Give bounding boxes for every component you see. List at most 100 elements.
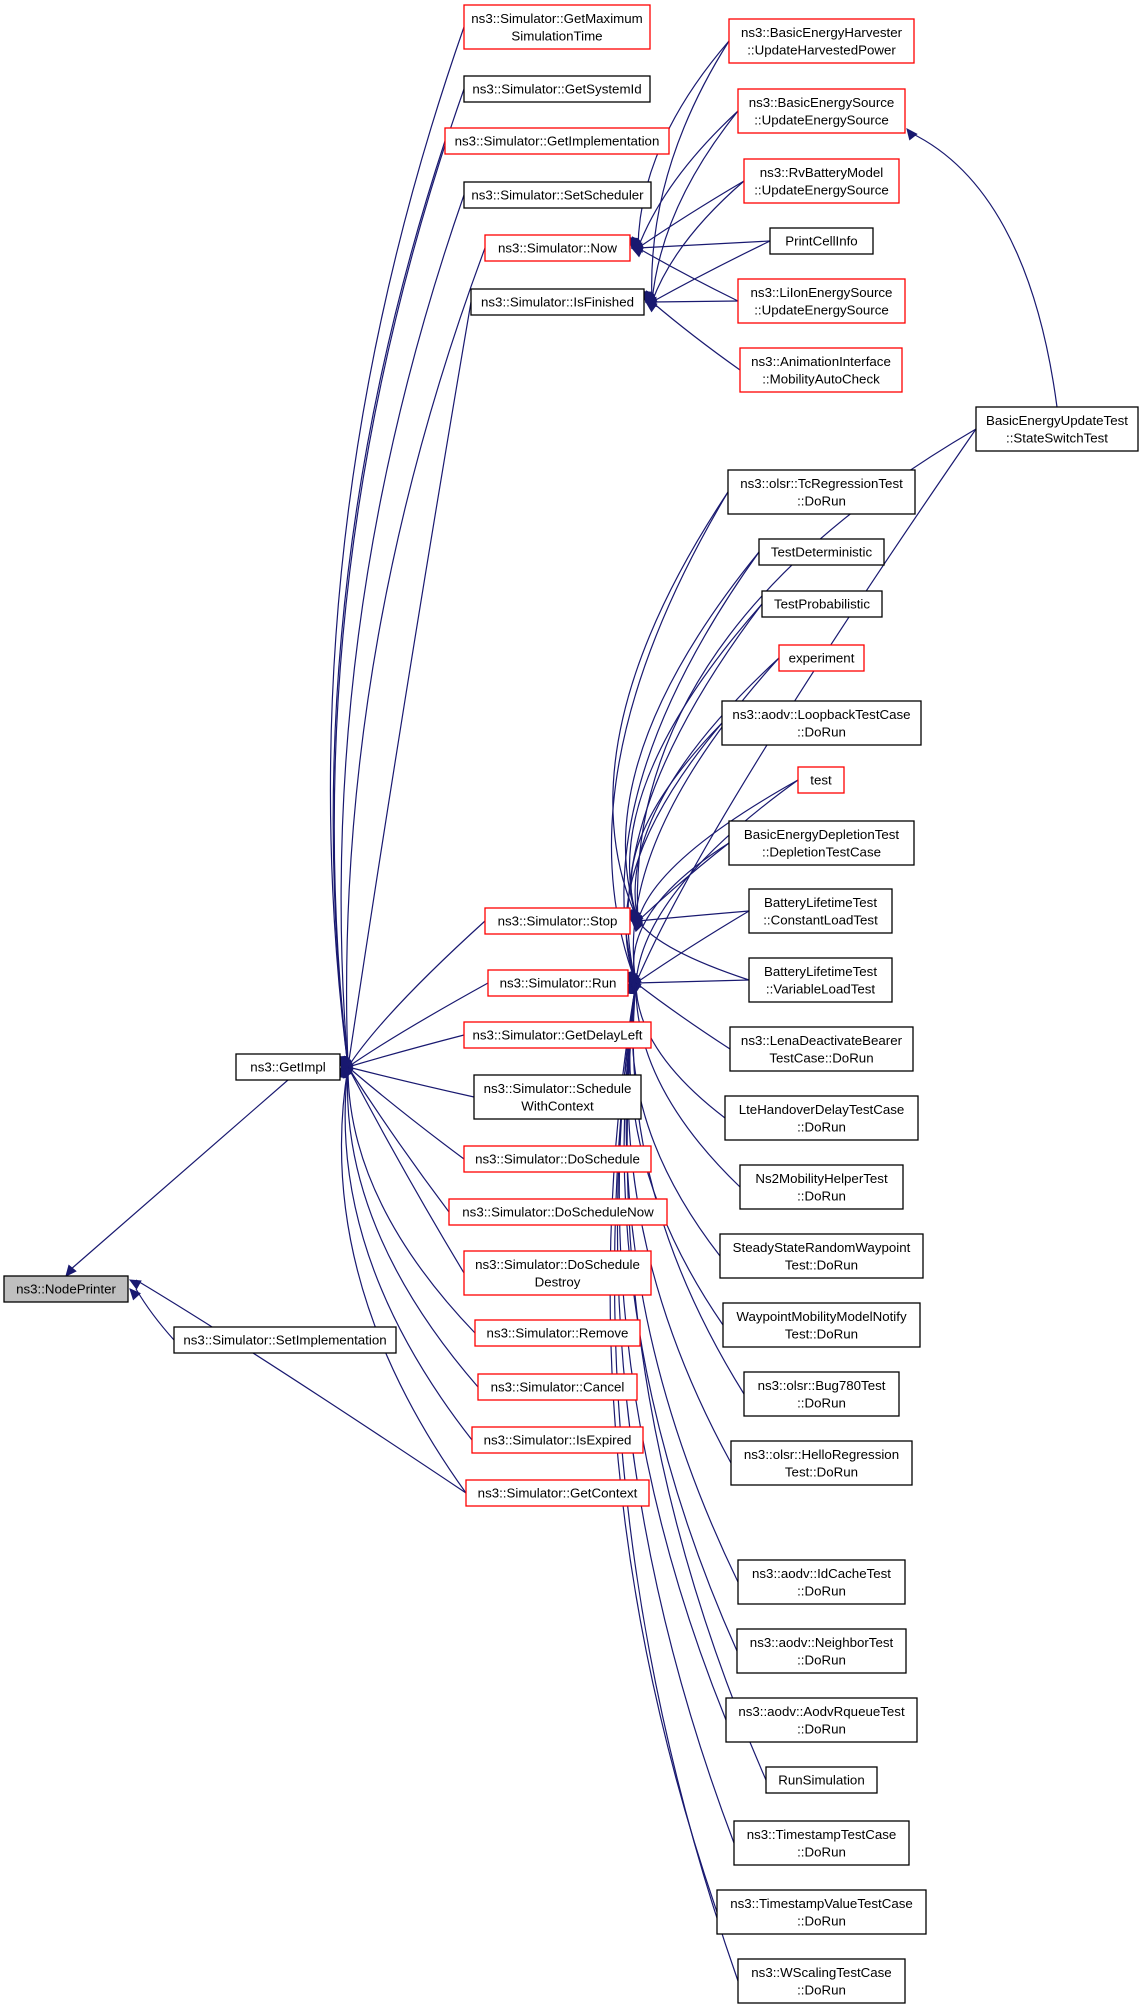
node-setsched[interactable]: ns3::Simulator::SetScheduler (463, 181, 652, 209)
node-test[interactable]: test (797, 766, 845, 794)
node-anim[interactable]: ns3::AnimationInterface::MobilityAutoChe… (739, 347, 903, 393)
node-label-line: ::UpdateHarvestedPower (747, 42, 896, 57)
node-label-line: Test::DoRun (785, 1257, 858, 1272)
node-box (743, 158, 900, 204)
node-box (778, 644, 865, 672)
node-testprob[interactable]: TestProbabilistic (761, 590, 883, 618)
node-statesw[interactable]: BasicEnergyUpdateTest::StateSwitchTest (975, 406, 1139, 452)
node-label-line: ::ConstantLoadTest (763, 912, 878, 927)
call-edge-experiment-to-stop (625, 657, 780, 923)
node-experiment[interactable]: experiment (778, 644, 865, 672)
node-box (758, 538, 885, 566)
node-box (463, 1250, 652, 1296)
node-box (173, 1326, 397, 1354)
call-edge-battvar-to-stop (631, 920, 750, 981)
node-doschednow[interactable]: ns3::Simulator::DoScheduleNow (448, 1198, 668, 1226)
node-neighbor[interactable]: ns3::aodv::NeighborTest::DoRun (736, 1628, 907, 1674)
node-label-line: ::VariableLoadTest (766, 981, 875, 996)
node-getsysid[interactable]: ns3::Simulator::GetSystemId (463, 75, 651, 103)
node-getcontext[interactable]: ns3::Simulator::GetContext (465, 1479, 650, 1507)
node-label-line: TestCase::DoRun (769, 1050, 873, 1065)
node-olsrtc[interactable]: ns3::olsr::TcRegressionTest::DoRun (727, 469, 916, 515)
node-nodeprinter[interactable]: ns3::NodePrinter (3, 1275, 129, 1303)
node-battvar[interactable]: BatteryLifetimeTest::VariableLoadTest (748, 957, 893, 1003)
call-edge-setsched-to-getimpl (336, 194, 465, 1069)
node-rqueue[interactable]: ns3::aodv::AodvRqueueTest::DoRun (725, 1697, 918, 1743)
node-box (463, 1145, 652, 1173)
node-label-line: Ns2MobilityHelperTest (755, 1171, 888, 1186)
node-cancel[interactable]: ns3::Simulator::Cancel (477, 1373, 638, 1401)
node-label-line: ::DoRun (797, 1583, 846, 1598)
node-setimpl[interactable]: ns3::Simulator::SetImplementation (173, 1326, 397, 1354)
node-getdelayleft[interactable]: ns3::Simulator::GetDelayLeft (463, 1021, 652, 1049)
node-dosched[interactable]: ns3::Simulator::DoSchedule (463, 1145, 652, 1173)
node-label-line: ::DoRun (797, 1913, 846, 1928)
node-label-line: LteHandoverDelayTestCase (739, 1102, 905, 1117)
call-edge-testprob-to-run (622, 603, 763, 985)
node-remove[interactable]: ns3::Simulator::Remove (474, 1319, 641, 1347)
node-label-line: ns3::TimestampTestCase (747, 1827, 897, 1842)
node-label-line: ns3::Simulator::DoSchedule (475, 1257, 640, 1272)
node-label-line: WithContext (521, 1098, 594, 1113)
call-edge-liion-to-isfinished (644, 296, 739, 308)
node-label-line: ::UpdateEnergySource (754, 182, 889, 197)
node-isfinished[interactable]: ns3::Simulator::IsFinished (470, 288, 645, 316)
node-box (737, 88, 906, 134)
node-label-line: SteadyStateRandomWaypoint (733, 1240, 911, 1255)
node-getimpl2[interactable]: ns3::Simulator::GetImplementation (444, 127, 670, 155)
node-box (235, 1053, 341, 1081)
node-label-line: Test::DoRun (785, 1464, 858, 1479)
node-runsim[interactable]: RunSimulation (765, 1766, 878, 1794)
node-label-line: ::UpdateEnergySource (754, 112, 889, 127)
node-label-line: ns3::Simulator::Remove (487, 1326, 629, 1341)
node-box (737, 278, 906, 324)
node-printcell[interactable]: PrintCellInfo (769, 227, 874, 255)
node-label-line: ns3::Simulator::DoSchedule (475, 1152, 640, 1167)
node-battconst[interactable]: BatteryLifetimeTest::ConstantLoadTest (748, 888, 893, 934)
node-label-line: TestDeterministic (771, 545, 873, 560)
node-harvester[interactable]: ns3::BasicEnergyHarvester::UpdateHarvest… (728, 18, 915, 64)
node-rvbattery[interactable]: ns3::RvBatteryModel::UpdateEnergySource (743, 158, 900, 204)
node-box (724, 1095, 919, 1141)
node-testdet[interactable]: TestDeterministic (758, 538, 885, 566)
node-stop[interactable]: ns3::Simulator::Stop (484, 907, 631, 935)
node-box (463, 181, 652, 209)
node-box (748, 957, 893, 1003)
node-label-line: Destroy (535, 1274, 581, 1289)
node-aodvloop[interactable]: ns3::aodv::LoopbackTestCase::DoRun (721, 700, 922, 746)
node-wscaling[interactable]: ns3::WScalingTestCase::DoRun (737, 1958, 906, 2004)
node-box (477, 1373, 638, 1401)
node-box (748, 888, 893, 934)
node-box (473, 1074, 642, 1120)
node-label-line: ns3::Simulator::GetDelayLeft (473, 1028, 643, 1043)
node-timestamp[interactable]: ns3::TimestampTestCase::DoRun (733, 1820, 910, 1866)
node-box (719, 1233, 924, 1279)
node-basicsrc[interactable]: ns3::BasicEnergySource::UpdateEnergySour… (737, 88, 906, 134)
node-isexpired[interactable]: ns3::Simulator::IsExpired (471, 1426, 644, 1454)
node-liion[interactable]: ns3::LiIonEnergySource::UpdateEnergySour… (737, 278, 906, 324)
node-box (465, 1479, 650, 1507)
node-bug780[interactable]: ns3::olsr::Bug780Test::DoRun (743, 1371, 900, 1417)
node-ltehandover[interactable]: LteHandoverDelayTestCase::DoRun (724, 1095, 919, 1141)
node-label-line: ns3::BasicEnergyHarvester (741, 25, 903, 40)
node-idcache[interactable]: ns3::aodv::IdCacheTest::DoRun (737, 1559, 906, 1605)
call-edge-getsysid-to-getimpl (333, 88, 465, 1069)
node-label-line: ns3::olsr::TcRegressionTest (740, 476, 903, 491)
node-box (487, 969, 629, 997)
call-edge-rvbattery-to-isfinished (645, 180, 745, 304)
call-edge-statesw-to-run (629, 428, 977, 985)
node-ns2mob[interactable]: Ns2MobilityHelperTest::DoRun (739, 1164, 904, 1210)
call-edge-getmaxsim-to-getimpl (329, 26, 465, 1069)
node-now[interactable]: ns3::Simulator::Now (484, 234, 631, 262)
node-run[interactable]: ns3::Simulator::Run (487, 969, 629, 997)
node-getimpl[interactable]: ns3::GetImpl (235, 1053, 341, 1081)
node-depletion[interactable]: BasicEnergyDepletionTest::DepletionTestC… (728, 820, 915, 866)
node-timestampval[interactable]: ns3::TimestampValueTestCase::DoRun (716, 1889, 927, 1935)
